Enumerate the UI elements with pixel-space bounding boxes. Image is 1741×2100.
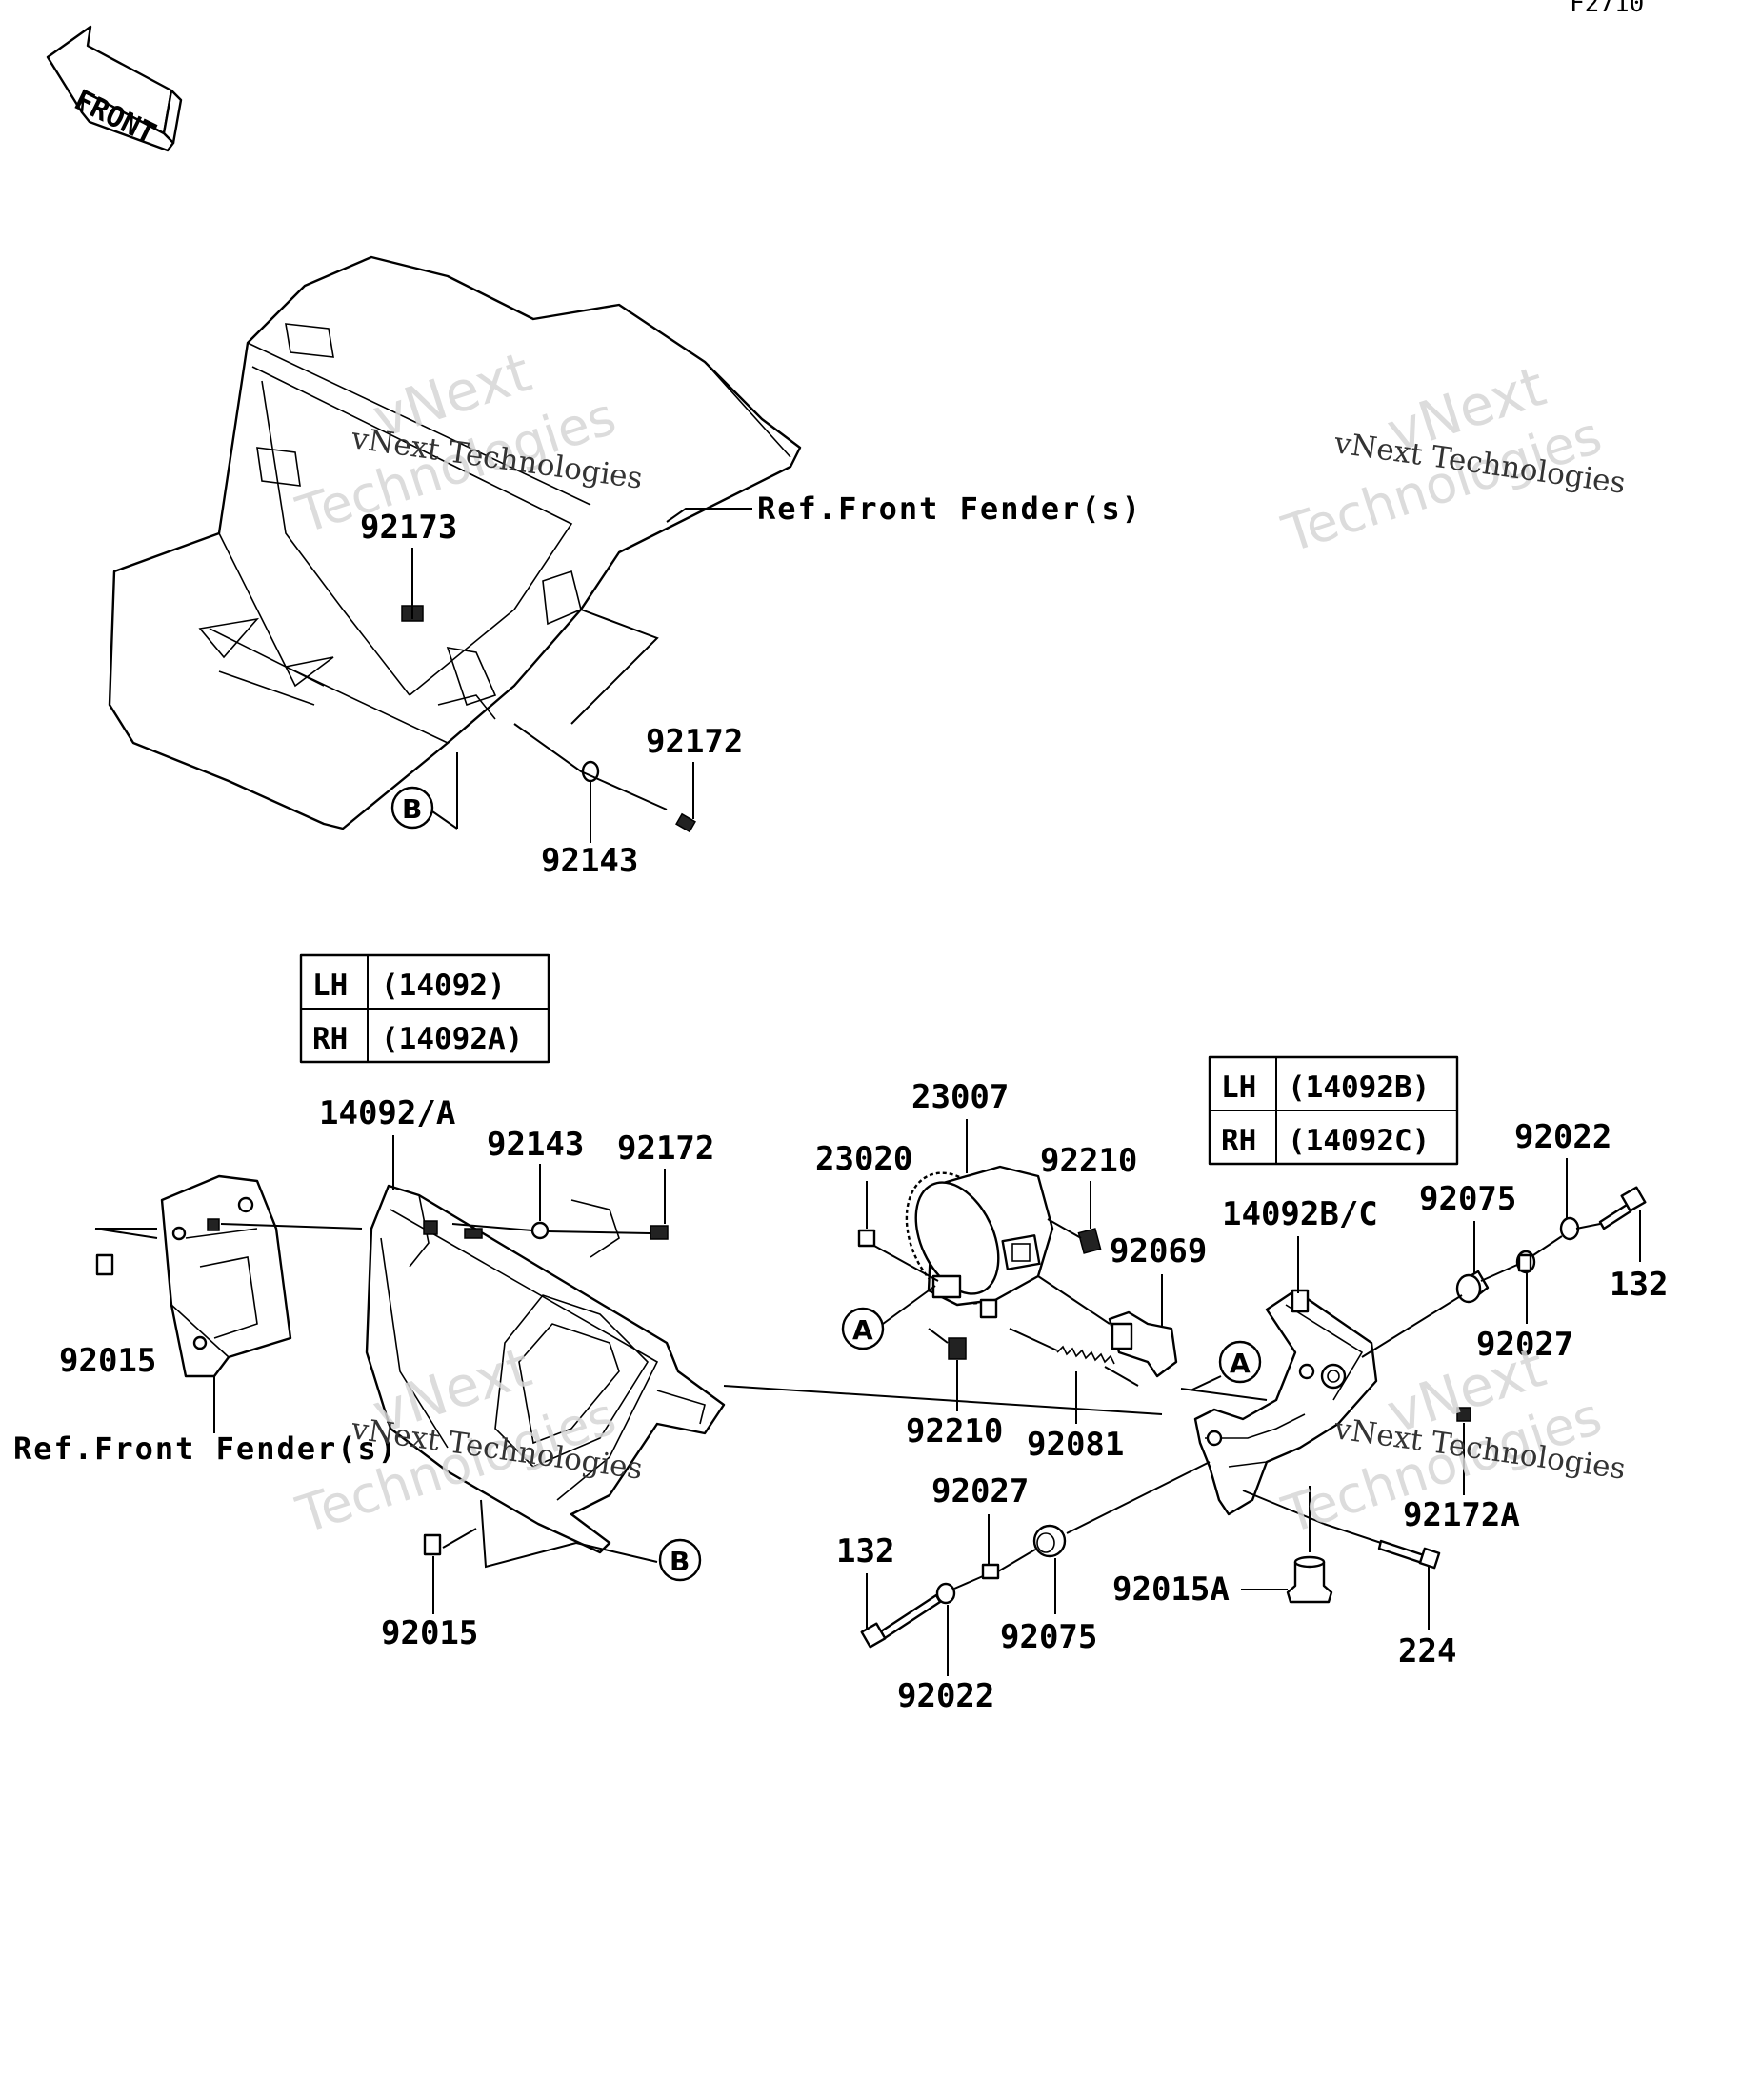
- marker-a-right: A: [1218, 1340, 1262, 1384]
- label-92143-top: 92143: [541, 842, 638, 880]
- marker-a-left: A: [841, 1307, 885, 1350]
- marker-b-top: B: [390, 786, 434, 830]
- label-14092-a: 14092/A: [319, 1094, 455, 1132]
- clip-nut-icon: [95, 1253, 114, 1276]
- label-92069: 92069: [1110, 1232, 1207, 1270]
- table-left-row2-part: (14092A): [381, 1022, 523, 1056]
- front-fender-illustration: [108, 255, 802, 830]
- screw-icon: [650, 1225, 669, 1240]
- nut-icon: [1286, 1555, 1333, 1604]
- label-92210-top: 92210: [1040, 1142, 1137, 1180]
- collar-icon: [981, 1563, 1000, 1580]
- ref-front-fender-top: Ref.Front Fender(s): [757, 490, 1142, 527]
- svg-text:A: A: [852, 1314, 873, 1346]
- table-left-row1-part: (14092): [381, 969, 506, 1003]
- fender-bracket-fragment: [160, 1174, 292, 1378]
- diagram-code: F2710: [1570, 0, 1644, 18]
- lh-rh-table-left: LH (14092) RH (14092A): [299, 953, 550, 1064]
- label-92075-bottom: 92075: [1000, 1618, 1097, 1656]
- label-92173: 92173: [360, 509, 457, 547]
- label-92027-bottom: 92027: [931, 1472, 1029, 1510]
- table-right-row2-side: RH: [1221, 1124, 1256, 1158]
- bolt-icon: [860, 1593, 942, 1649]
- label-92027-right: 92027: [1476, 1326, 1573, 1364]
- label-92172a: 92172A: [1403, 1496, 1520, 1534]
- label-92075-right: 92075: [1419, 1180, 1516, 1218]
- clip-nut-icon: [423, 1533, 442, 1556]
- svg-text:B: B: [670, 1546, 690, 1577]
- screw-icon: [675, 812, 696, 833]
- headlight-unit-23007: [905, 1165, 1054, 1319]
- watermark-top-right: vNext Technologies vNext Technologies: [1275, 353, 1628, 564]
- table-right-row1-part: (14092B): [1288, 1070, 1430, 1105]
- bolt-icon: [1377, 1539, 1441, 1570]
- ref-front-fender-left: Ref.Front Fender(s): [13, 1430, 398, 1467]
- washer-icon: [530, 1221, 550, 1240]
- svg-text:B: B: [402, 793, 422, 825]
- headlight-housing-14092: [365, 1184, 726, 1554]
- washer-icon: [1559, 1216, 1580, 1241]
- table-right-row1-side: LH: [1221, 1070, 1256, 1105]
- screw-icon: [1456, 1407, 1471, 1422]
- clip-icon: [857, 1229, 876, 1248]
- front-direction-arrow-icon: FRONT: [46, 25, 183, 152]
- bolt-icon: [1598, 1186, 1647, 1230]
- label-92081: 92081: [1027, 1426, 1124, 1464]
- grommet-icon: [1455, 1273, 1482, 1304]
- label-132-bottom: 132: [836, 1532, 894, 1570]
- clip-icon: [948, 1337, 967, 1360]
- bulb-icon: [1108, 1310, 1178, 1378]
- grommet-icon: [1032, 1524, 1067, 1558]
- label-92015-left: 92015: [59, 1342, 156, 1380]
- washer-icon: [935, 1582, 956, 1605]
- marker-b-mid: B: [658, 1538, 702, 1582]
- lh-rh-table-right: LH (14092B) RH (14092C): [1208, 1055, 1459, 1166]
- label-92143-mid: 92143: [487, 1126, 584, 1164]
- table-left-row2-side: RH: [312, 1022, 348, 1056]
- spring-icon: [1056, 1345, 1115, 1365]
- label-92210-bottom: 92210: [906, 1412, 1003, 1450]
- label-92022-bottom: 92022: [897, 1677, 994, 1715]
- label-14092b-c: 14092B/C: [1222, 1195, 1378, 1233]
- label-92015a: 92015A: [1112, 1570, 1230, 1609]
- label-92172-top: 92172: [646, 723, 743, 761]
- table-right-row2-part: (14092C): [1288, 1124, 1430, 1158]
- clip-icon: [1077, 1228, 1102, 1254]
- label-23007: 23007: [911, 1078, 1009, 1116]
- svg-text:A: A: [1230, 1348, 1251, 1379]
- table-left-row1-side: LH: [312, 969, 348, 1003]
- label-224: 224: [1398, 1632, 1456, 1670]
- label-92022-right: 92022: [1514, 1118, 1611, 1156]
- headlight-bracket-14092bc: [1193, 1289, 1378, 1516]
- label-132-right: 132: [1610, 1266, 1668, 1304]
- label-92015-bottom: 92015: [381, 1614, 478, 1652]
- label-23020: 23020: [815, 1140, 912, 1178]
- label-92172-mid: 92172: [617, 1130, 714, 1168]
